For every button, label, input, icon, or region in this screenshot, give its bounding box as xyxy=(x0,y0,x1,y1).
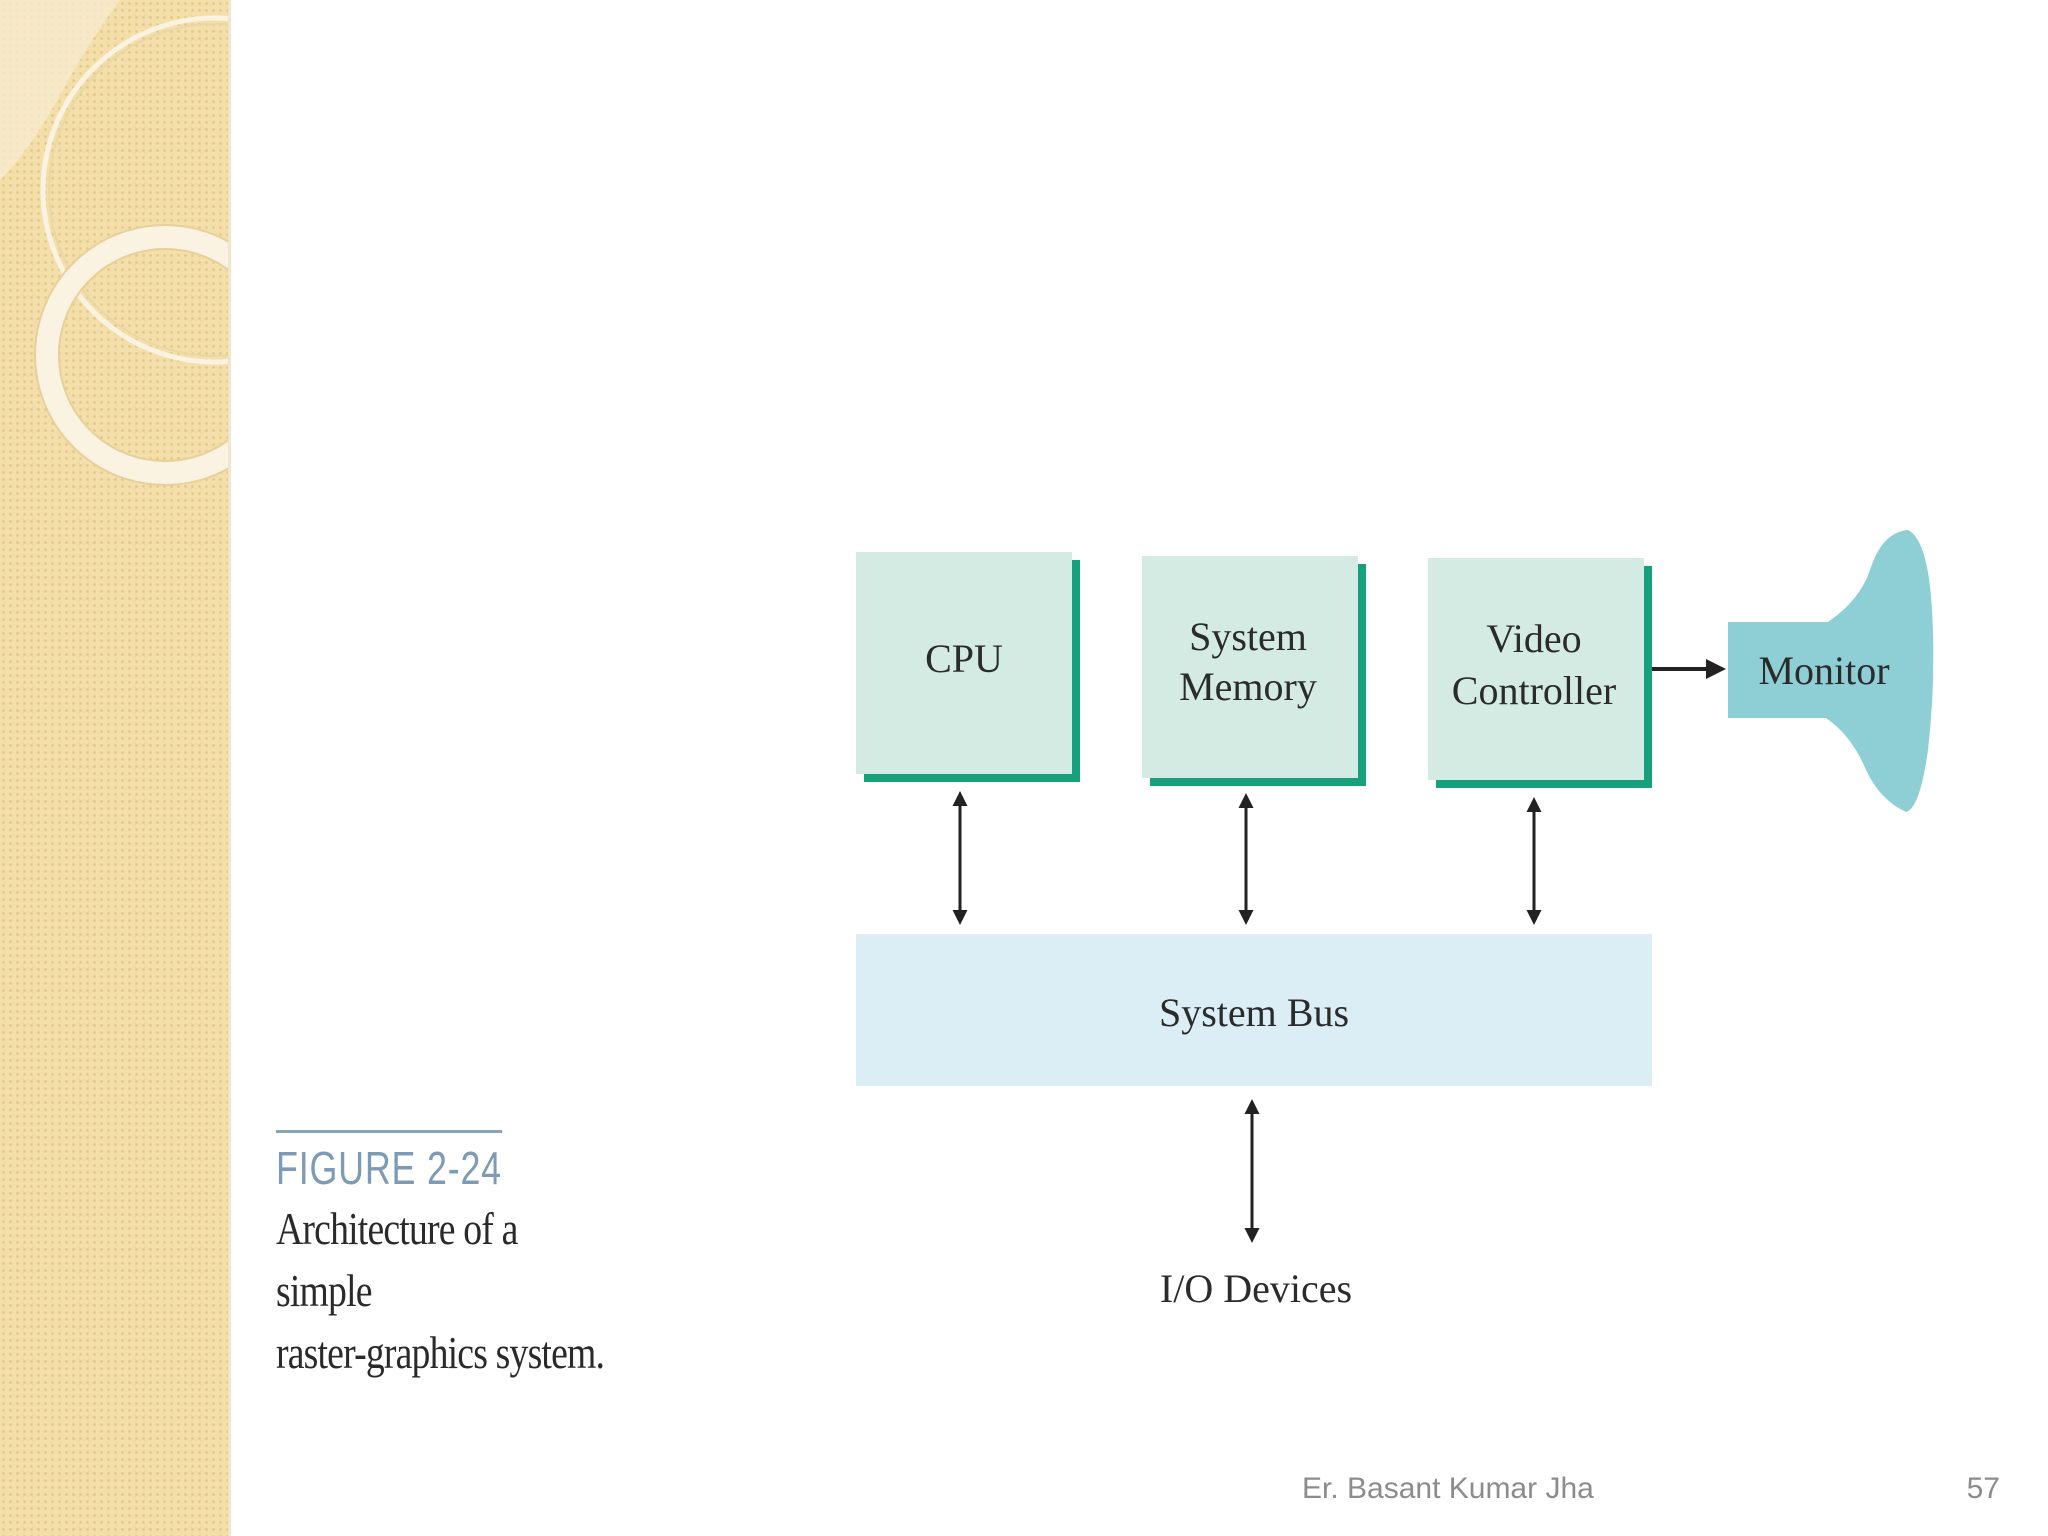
figure-caption-line1: Architecture of a simple xyxy=(276,1203,518,1316)
slide-number: 57 xyxy=(1966,1472,2000,1505)
video-label-line1: Video xyxy=(1486,616,1581,661)
figure-label: FIGURE 2-24 xyxy=(276,1130,502,1195)
system-memory-node: System Memory xyxy=(1142,556,1366,786)
video-label-line2: Controller xyxy=(1452,668,1616,713)
monitor-node: Monitor xyxy=(1728,530,1934,812)
figure-caption: Architecture of a simple raster-graphics… xyxy=(276,1198,620,1384)
memory-label-line1: System xyxy=(1189,614,1307,659)
system-bus-label: System Bus xyxy=(1159,990,1349,1035)
footer-author: Er. Basant Kumar Jha xyxy=(1302,1472,1594,1505)
monitor-label: Monitor xyxy=(1758,648,1889,693)
cpu-label: CPU xyxy=(925,636,1003,681)
decorative-side-band xyxy=(0,0,231,1536)
ring-decoration xyxy=(0,0,228,486)
figure-caption-line2: raster-graphics system. xyxy=(276,1327,605,1378)
cpu-node: CPU xyxy=(856,552,1080,782)
io-devices-label: I/O Devices xyxy=(1160,1266,1352,1311)
video-controller-node: Video Controller xyxy=(1428,558,1652,788)
memory-label-line2: Memory xyxy=(1179,664,1317,709)
system-bus-node: System Bus xyxy=(856,934,1652,1086)
